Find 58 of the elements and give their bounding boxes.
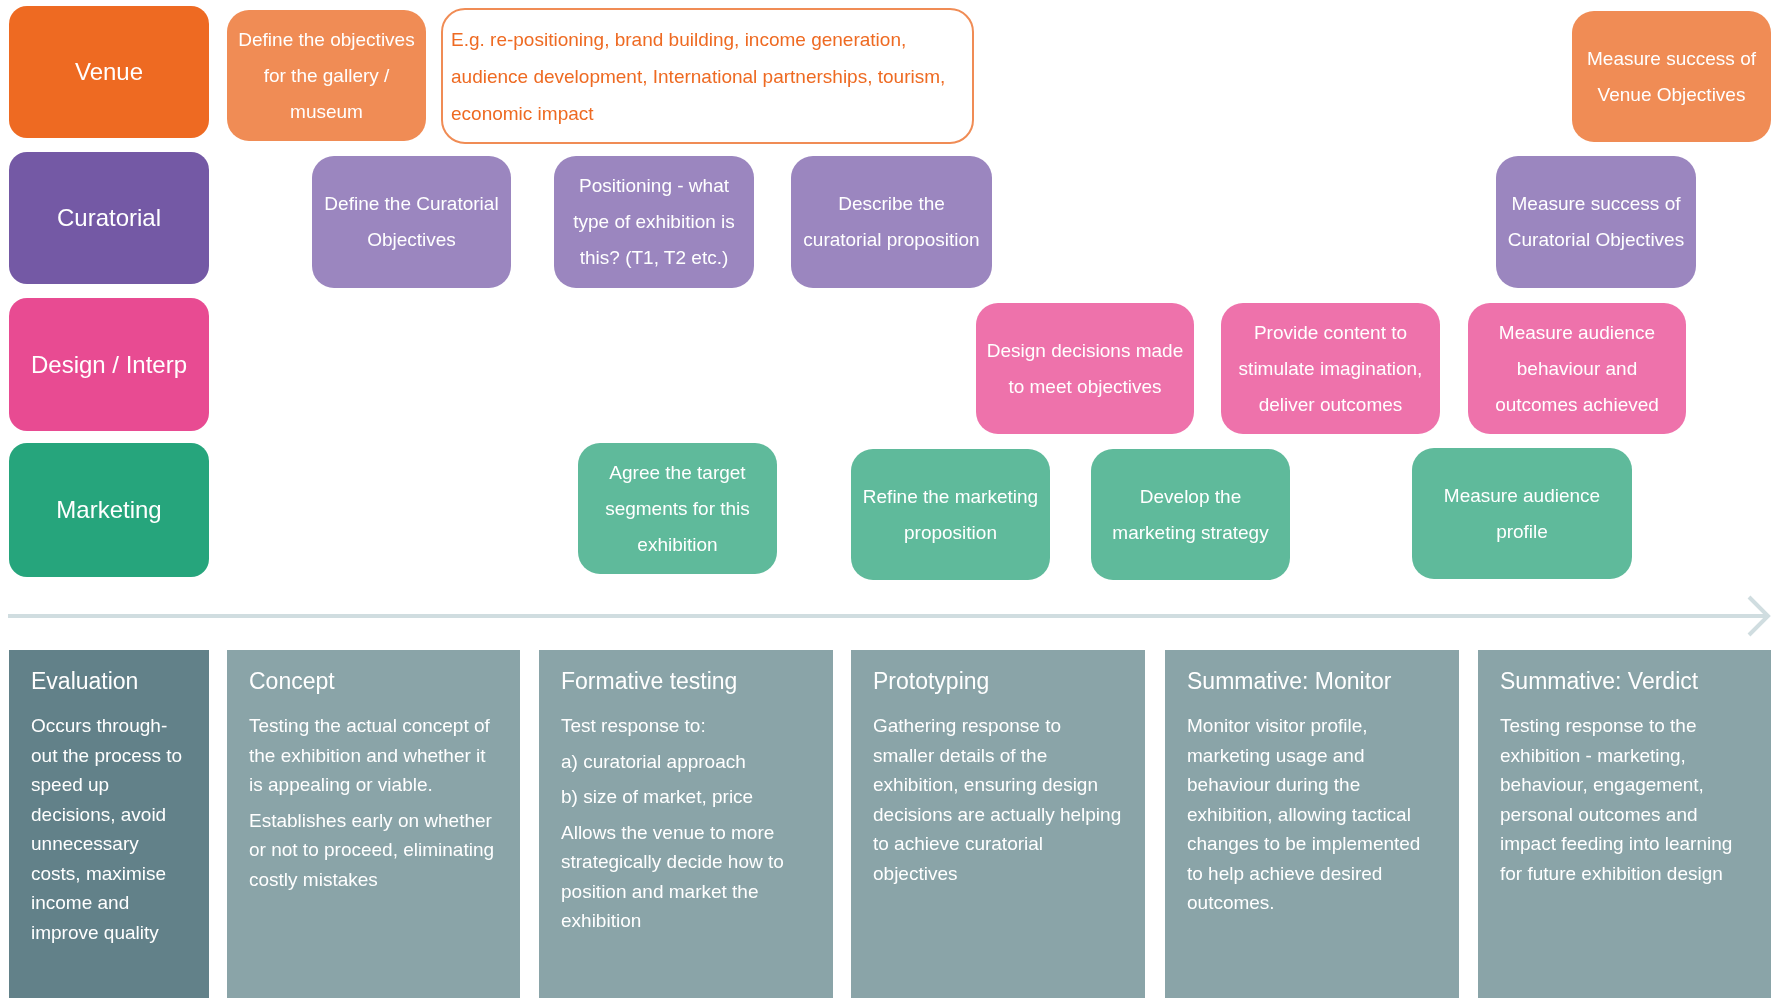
task-box [976, 303, 1194, 434]
panel-heading: Summative: Verdict [1500, 668, 1700, 695]
panel-text: Gathering response to smaller details of the exhibition, ensuring design decisions are actually helping to achieve curatorial objectives [873, 714, 1123, 886]
row-header [9, 298, 209, 431]
panel-heading: Concept [249, 668, 336, 695]
task-text: Develop the marketing strategy [1111, 484, 1270, 545]
panel-text: b) size of market, price [561, 785, 755, 809]
row-header [9, 152, 209, 284]
task-text: Measure audience behaviour and outcomes achieved [1494, 320, 1660, 417]
task-box [1468, 303, 1686, 434]
note-box [441, 8, 974, 144]
task-text: Agree the target segments for this exhibition [604, 460, 751, 557]
task-box [1572, 11, 1771, 142]
task-box [312, 156, 511, 288]
task-text: Define the Curatorial Objectives [323, 192, 500, 252]
row-label: Curatorial [56, 204, 161, 232]
task-text: Describe the curatorial proposition [802, 192, 981, 252]
note-text: E.g. re-positioning, brand building, income generation, audience development, International partnerships, tourism, economic impact [451, 27, 947, 126]
row-header [9, 443, 209, 577]
row-header [9, 6, 209, 138]
task-text: Refine the marketing proposition [861, 484, 1040, 545]
stage-panel [851, 650, 1145, 998]
row-label: Venue [74, 58, 144, 86]
task-box [791, 156, 992, 288]
task-text: Measure success of Curatorial Objectives [1506, 192, 1686, 252]
task-box [1221, 303, 1440, 434]
task-text: Measure success of Venue Objectives [1586, 46, 1757, 107]
panel-text: Testing the actual concept of the exhibition and whether it is appealing or viable. [249, 714, 491, 797]
stage-panel [9, 650, 209, 998]
row-label: Design / Interp [30, 350, 188, 379]
task-text: Positioning - what type of exhibition is this? (T1, T2 etc.) [572, 174, 736, 270]
task-text: Design decisions made to meet objectives [985, 338, 1185, 399]
task-box [851, 449, 1050, 580]
panel-text: a) curatorial approach [561, 749, 747, 774]
task-box [1412, 448, 1632, 579]
stage-panel [1478, 650, 1771, 998]
task-box [1496, 156, 1696, 288]
panel-heading: Prototyping [873, 668, 991, 695]
task-box [1091, 449, 1290, 580]
task-text: Provide content to stimulate imagination, deliver outcomes [1237, 320, 1424, 417]
panel-text: Occurs through-out the process to speed up decisions, avoid unnecessary costs, maximise income and improve quality [31, 714, 184, 945]
panel-text: Allows the venue to more strategically decide how to position and market the exhibition [561, 820, 785, 933]
task-box [227, 10, 426, 141]
task-text: Measure audience profile [1442, 483, 1602, 544]
panel-text: Testing response to the exhibition - marketing, behaviour, engagement, personal outcomes and impact feeding into learning for future exhibition design [1500, 714, 1734, 886]
task-text: Define the objectives for the gallery / museum [237, 27, 416, 124]
stage-panel [1165, 650, 1459, 998]
task-box [578, 443, 777, 574]
panel-heading: Formative testing [561, 668, 739, 695]
stage-panel [227, 650, 520, 998]
panel-heading: Summative: Monitor [1187, 668, 1393, 695]
stage-panel [539, 650, 833, 998]
panel-heading: Evaluation [31, 668, 140, 695]
panel-text: Establishes early on whether or not to proceed, eliminating costly mistakes [249, 808, 496, 892]
row-label: Marketing [56, 496, 162, 524]
panel-text: Monitor visitor profile, marketing usage and behaviour during the exhibition, allowing tactical changes to be implemented to help achieve desired outcomes. [1187, 714, 1422, 915]
task-box [554, 156, 754, 288]
panel-text: Test response to: [561, 714, 707, 738]
